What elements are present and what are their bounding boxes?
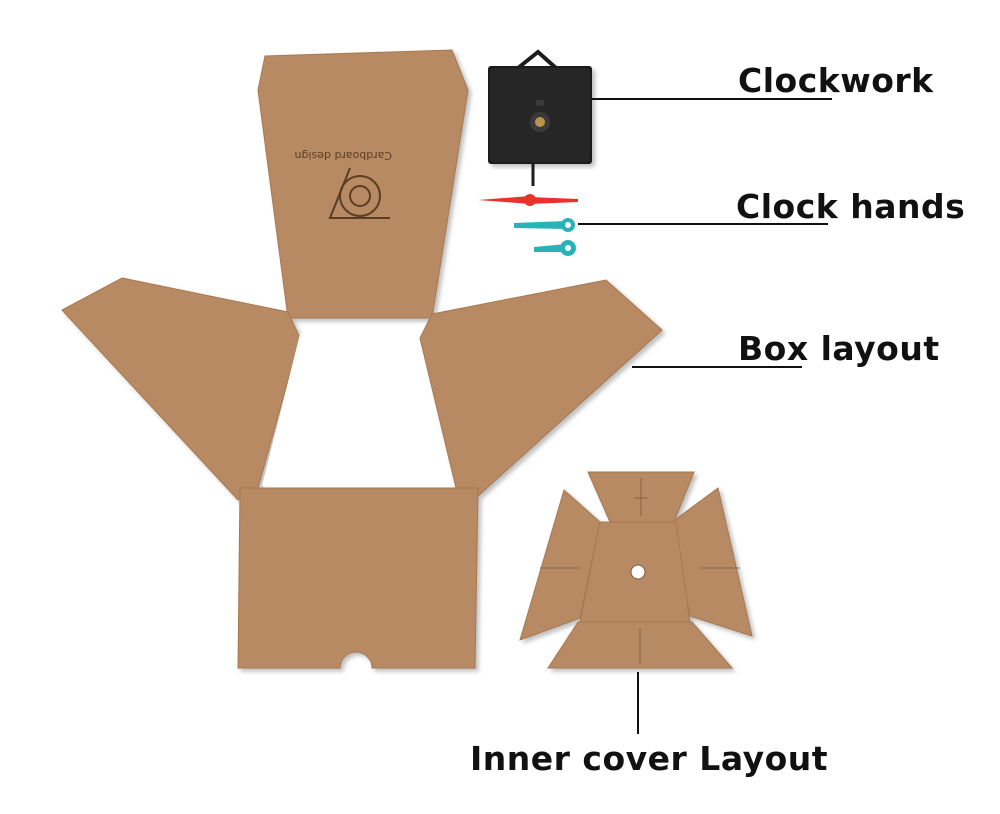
box-layout-label: Box layout — [738, 329, 940, 368]
clock-hands-pointer-line — [578, 223, 828, 225]
clockwork-pointer-line — [592, 98, 832, 100]
inner-score-lines — [540, 478, 740, 664]
inner-center-hole — [630, 564, 646, 580]
inner-cover-layout-label: Inner cover Layout — [470, 739, 829, 778]
clock-hands — [478, 194, 578, 256]
box-right-wing — [419, 279, 663, 497]
clock-hands-label: Clock hands — [736, 187, 966, 226]
box-left-wing — [61, 277, 301, 501]
box-layout-net — [61, 49, 663, 669]
logo-text: Cardboard design — [294, 149, 392, 162]
inner-left-flap — [519, 489, 601, 641]
box-layout-pointer-line — [632, 366, 802, 368]
box-window-cutout — [262, 334, 448, 486]
clockwork-hanger — [516, 49, 558, 70]
clockwork-mechanism — [488, 49, 592, 186]
minute-hand-icon — [514, 221, 566, 229]
box-bottom-panel — [237, 487, 479, 669]
clockwork-label: Clockwork — [738, 61, 934, 100]
box-top-panel — [257, 49, 469, 319]
inner-right-flap — [671, 487, 753, 637]
hour-hand-icon — [534, 244, 566, 252]
cardboard-design-logo: Cardboard design — [294, 149, 392, 219]
inner-cover-pointer-line — [637, 672, 639, 734]
